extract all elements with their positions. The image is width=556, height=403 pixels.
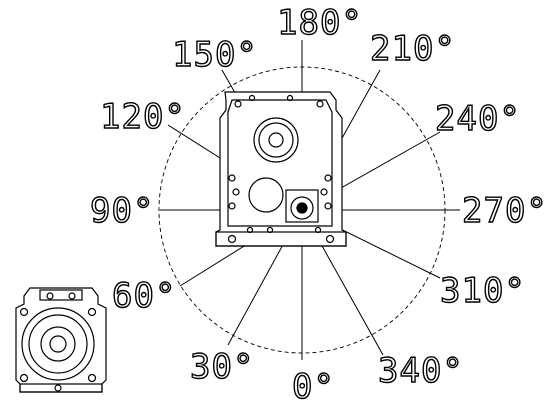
label-180: 180° xyxy=(277,3,363,43)
label-210: 210° xyxy=(370,29,456,69)
label-340: 340° xyxy=(378,351,464,391)
label-240: 240° xyxy=(435,99,521,139)
label-270: 270° xyxy=(462,191,548,231)
label-30: 30° xyxy=(190,347,254,387)
label-60: 60° xyxy=(112,276,176,316)
label-150: 150° xyxy=(172,35,258,75)
angle-labels: 180° 150° 210° 120° 240° 90° 270° 60° 31… xyxy=(89,2,548,403)
label-0: 0° xyxy=(292,367,335,403)
label-310: 310° xyxy=(440,271,526,311)
motor-end-view xyxy=(15,287,107,393)
gearbox-housing xyxy=(215,91,347,247)
label-90: 90° xyxy=(90,191,154,231)
label-120: 120° xyxy=(100,97,186,137)
